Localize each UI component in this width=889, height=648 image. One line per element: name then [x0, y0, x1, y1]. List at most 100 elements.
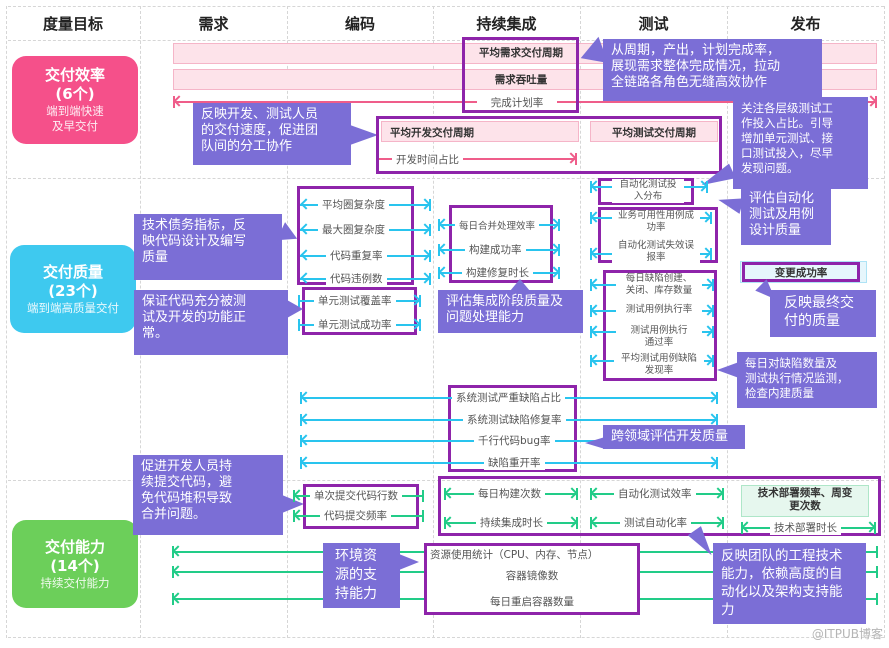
- metric-daily-merge-efficiency: 每日合并处理效率: [455, 218, 540, 232]
- column-header-requirements: 需求: [198, 14, 229, 33]
- metric-test-case-execution: 测试用例执行率: [616, 304, 702, 316]
- category-subtitle: 及早交付: [52, 119, 98, 133]
- callout-req-overview: 从周期，产出，计划完成率， 展现需求整体完成情况，拉动 全链路各角色无缝高效协作: [603, 39, 822, 101]
- category-delivery-efficiency: 交付效率 (6个) 端到端快速 及早交付: [12, 56, 138, 144]
- ci-quality-box: [449, 205, 553, 283]
- metric-sys-test-defect-fix: 系统测试缺陷修复率: [463, 412, 566, 427]
- category-subtitle: 持续交付能力: [40, 575, 110, 590]
- metric-auto-test-efficiency: 自动化测试效率: [614, 486, 696, 501]
- callout-auto-test-eval: 评估自动化 测试及用例 设计质量: [741, 187, 831, 245]
- metric-plan-completion: 完成计划率: [477, 95, 557, 110]
- callout-tech-debt: 技术债务指标，反 映代码设计及编写 质量: [134, 214, 282, 280]
- callout-defect-monitor: 每日对缺陷数量及 测试执行情况监测， 检查内建质量: [737, 352, 877, 408]
- defect-metrics-box: [603, 270, 717, 381]
- change-success-bg: [740, 261, 867, 283]
- dev-time-arrow: [379, 152, 577, 165]
- metric-auto-test-investment: 自动化测试投 入分布: [612, 179, 684, 203]
- category-title: 交付质量: [42, 262, 103, 281]
- grid-line: [433, 6, 434, 638]
- resource-metrics-box: [424, 543, 640, 615]
- change-success-box: [742, 262, 860, 282]
- column-header-ci: 持续集成: [476, 14, 537, 33]
- metric-build-success: 构建成功率: [465, 242, 526, 257]
- metric-dev-time-ratio: 开发时间占比: [392, 152, 463, 167]
- metric-lines-per-commit: 单次提交代码行数: [310, 488, 402, 503]
- callout-tail: [350, 125, 378, 145]
- column-header-testing: 测试: [638, 14, 669, 33]
- watermark: @ITPUB博客: [811, 627, 883, 641]
- metric-auto-test-false-alarm: 自动化测试失效误 报率: [612, 240, 700, 264]
- callout-final-quality: 反映最终交 付的质量: [770, 290, 876, 337]
- column-header-metric-goal: 度量目标: [42, 14, 103, 33]
- callout-tail: [585, 437, 605, 449]
- dev-test-cycle-box: [376, 116, 722, 174]
- metric-daily-defects: 每日缺陷创建、 关闭、库存数量: [616, 273, 702, 297]
- callout-cross-domain: 跨领域评估开发质量: [603, 425, 745, 449]
- category-count: (6个): [55, 85, 95, 103]
- metric-container-images: 容器镜像数: [505, 570, 559, 582]
- grid-line: [8, 637, 884, 638]
- callout-tail: [287, 300, 303, 318]
- callout-dev-test-speed: 反映开发、测试人员 的交付速度，促进团 队间的分工协作: [193, 103, 351, 165]
- callout-tail: [716, 192, 744, 214]
- grid-line: [884, 6, 885, 638]
- category-delivery-capability: 交付能力 (14个) 持续交付能力: [12, 520, 138, 608]
- metric-daily-container-restarts: 每日重启容器数量: [490, 596, 574, 608]
- category-title: 交付效率: [44, 66, 105, 84]
- callout-continuous-commit: 促进开发人员持 续提交代码，避 免代码堆积导致 合并问题。: [133, 455, 283, 535]
- column-header-coding: 编码: [344, 14, 375, 33]
- metric-daily-builds: 每日构建次数: [474, 486, 545, 501]
- metric-avg-cyclomatic: 平均圈复杂度: [318, 197, 389, 212]
- callout-test-investment: 关注各层级测试工 作投入占比。引导 增加单元测试、接 口测试投入，尽早 发现问题…: [733, 97, 868, 189]
- metric-commit-frequency: 代码提交频率: [320, 508, 391, 523]
- metric-test-case-pass: 测试用例执行 通过率: [616, 325, 702, 349]
- avg-dev-cycle-bar: [381, 121, 579, 142]
- requirements-metrics-box: [462, 37, 579, 113]
- cross-domain-box: [448, 385, 577, 472]
- deploy-freq-bg: [741, 485, 869, 517]
- metric-unit-test-success: 单元测试成功率: [314, 317, 396, 332]
- callout-env-resource: 环境资 源的支 持能力: [323, 543, 400, 608]
- category-title: 交付能力: [44, 537, 105, 556]
- metric-business-case-success: 业务可用性用例成 功率: [612, 210, 700, 234]
- metric-defect-reopen: 缺陷重开率: [484, 455, 545, 470]
- category-count: (23个): [48, 281, 98, 300]
- engineering-metrics-box: [438, 476, 881, 536]
- unit-test-box: [302, 287, 417, 335]
- metric-change-success: 变更成功率: [774, 267, 828, 279]
- metric-unit-test-coverage: 单元测试覆盖率: [314, 293, 396, 308]
- callout-ci-quality: 评估集成阶段质量及 问题处理能力: [438, 290, 583, 333]
- metric-code-violations: 代码违例数: [326, 271, 387, 286]
- metric-max-cyclomatic: 最大圈复杂度: [318, 222, 389, 237]
- metric-avg-defect-discovery: 平均测试用例缺陷 发现率: [614, 353, 704, 377]
- category-subtitle: 端到端快速: [46, 104, 104, 118]
- grid-line: [8, 480, 884, 481]
- metric-resource-usage: 资源使用统计（CPU、内存、节点）: [430, 549, 599, 561]
- grid-line: [8, 178, 884, 179]
- metric-sys-test-severe-defect: 系统测试严重缺陷占比: [452, 390, 565, 405]
- grid-line: [727, 6, 728, 638]
- callout-engineering: 反映团队的工程技术 能力，依赖高度的自 动化以及架构支持能 力: [713, 543, 866, 624]
- callout-tail: [510, 279, 530, 291]
- callout-tail: [282, 495, 304, 513]
- metric-test-automation-rate: 测试自动化率: [620, 515, 691, 530]
- category-delivery-quality: 交付质量 (23个) 端到端高质量交付: [10, 245, 136, 333]
- callout-tail: [399, 554, 419, 570]
- metric-ci-duration: 持续集成时长: [476, 515, 547, 530]
- avg-test-cycle-bar: [590, 121, 718, 142]
- commit-metrics-box: [303, 484, 419, 529]
- grid-line: [8, 40, 884, 41]
- metric-avg-req-cycle: 平均需求交付周期: [479, 47, 563, 59]
- callout-code-tested: 保证代码充分被测 试及开发的功能正 常。: [134, 290, 288, 355]
- grid-line: [8, 6, 884, 7]
- callout-tail: [717, 362, 739, 378]
- category-count: (14个): [50, 556, 100, 575]
- metric-avg-test-cycle: 平均测试交付周期: [612, 127, 696, 139]
- metric-avg-dev-cycle: 平均开发交付周期: [390, 127, 474, 139]
- metric-deploy-frequency: 技术部署频率、周变 更次数: [757, 487, 853, 512]
- metric-code-duplication: 代码重复率: [326, 248, 387, 263]
- column-header-release: 发布: [790, 14, 821, 33]
- grid-line: [6, 6, 7, 638]
- category-subtitle: 端到端高质量交付: [27, 300, 119, 315]
- metric-kloc-bug-rate: 千行代码bug率: [474, 433, 555, 448]
